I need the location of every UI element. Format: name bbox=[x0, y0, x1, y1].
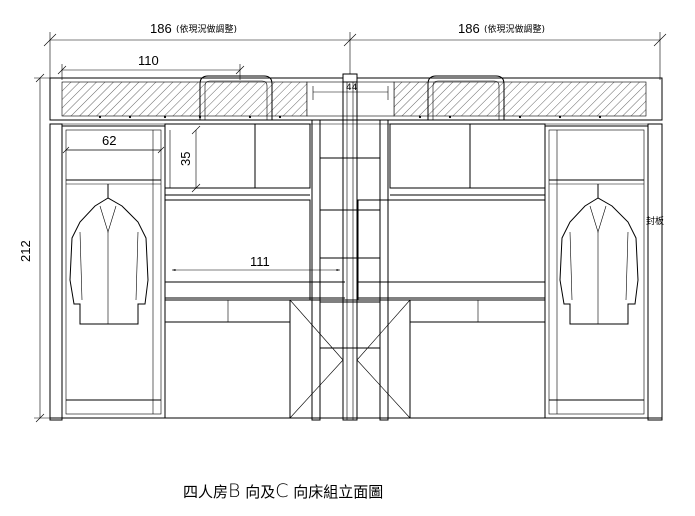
right-wardrobe bbox=[544, 123, 663, 421]
caption-part-2: 向及 bbox=[240, 483, 275, 501]
caption-letter-2: C bbox=[275, 480, 288, 502]
drawing-caption: 四人房B 向及C 向床組立面圖 bbox=[183, 480, 383, 502]
desk-width-value: 111 bbox=[250, 254, 270, 269]
caption-letter-1: B bbox=[228, 480, 240, 502]
wardrobe-width-dimension bbox=[62, 146, 165, 154]
top-right-width-note: (依現況做調整) bbox=[484, 23, 545, 35]
shelf-height-value: 35 bbox=[178, 152, 193, 166]
left-guard-rail bbox=[199, 75, 273, 120]
ladder-width-dimension bbox=[312, 86, 389, 100]
left-coat-icon bbox=[69, 184, 149, 325]
lower-center-frame bbox=[289, 299, 411, 419]
side-panel-label: 封板 bbox=[646, 215, 664, 227]
right-shelf-unit bbox=[389, 123, 546, 201]
caption-part-3: 向床組立面圖 bbox=[289, 483, 384, 501]
top-left-width-note: (依現況做調整) bbox=[176, 23, 237, 35]
top-right-width-value: 186 bbox=[458, 21, 480, 36]
mattress-width-value: 110 bbox=[138, 53, 159, 68]
top-left-width-value: 186 bbox=[150, 21, 172, 36]
mattress-width-dimension bbox=[57, 64, 245, 80]
right-desk bbox=[357, 199, 546, 323]
caption-part-1: 四人房 bbox=[183, 483, 228, 501]
total-height-value: 212 bbox=[18, 240, 33, 262]
right-coat-icon bbox=[559, 184, 639, 325]
height-dimension bbox=[34, 73, 56, 423]
shelf-height-dimension bbox=[191, 125, 201, 193]
bed-deck bbox=[49, 77, 663, 125]
wardrobe-width-value: 62 bbox=[102, 133, 116, 148]
top-dimension-lines bbox=[43, 32, 667, 80]
ladder-width-value: 44 bbox=[346, 83, 358, 93]
left-desk bbox=[164, 199, 345, 323]
center-post bbox=[342, 73, 358, 421]
right-guard-rail bbox=[427, 75, 505, 120]
